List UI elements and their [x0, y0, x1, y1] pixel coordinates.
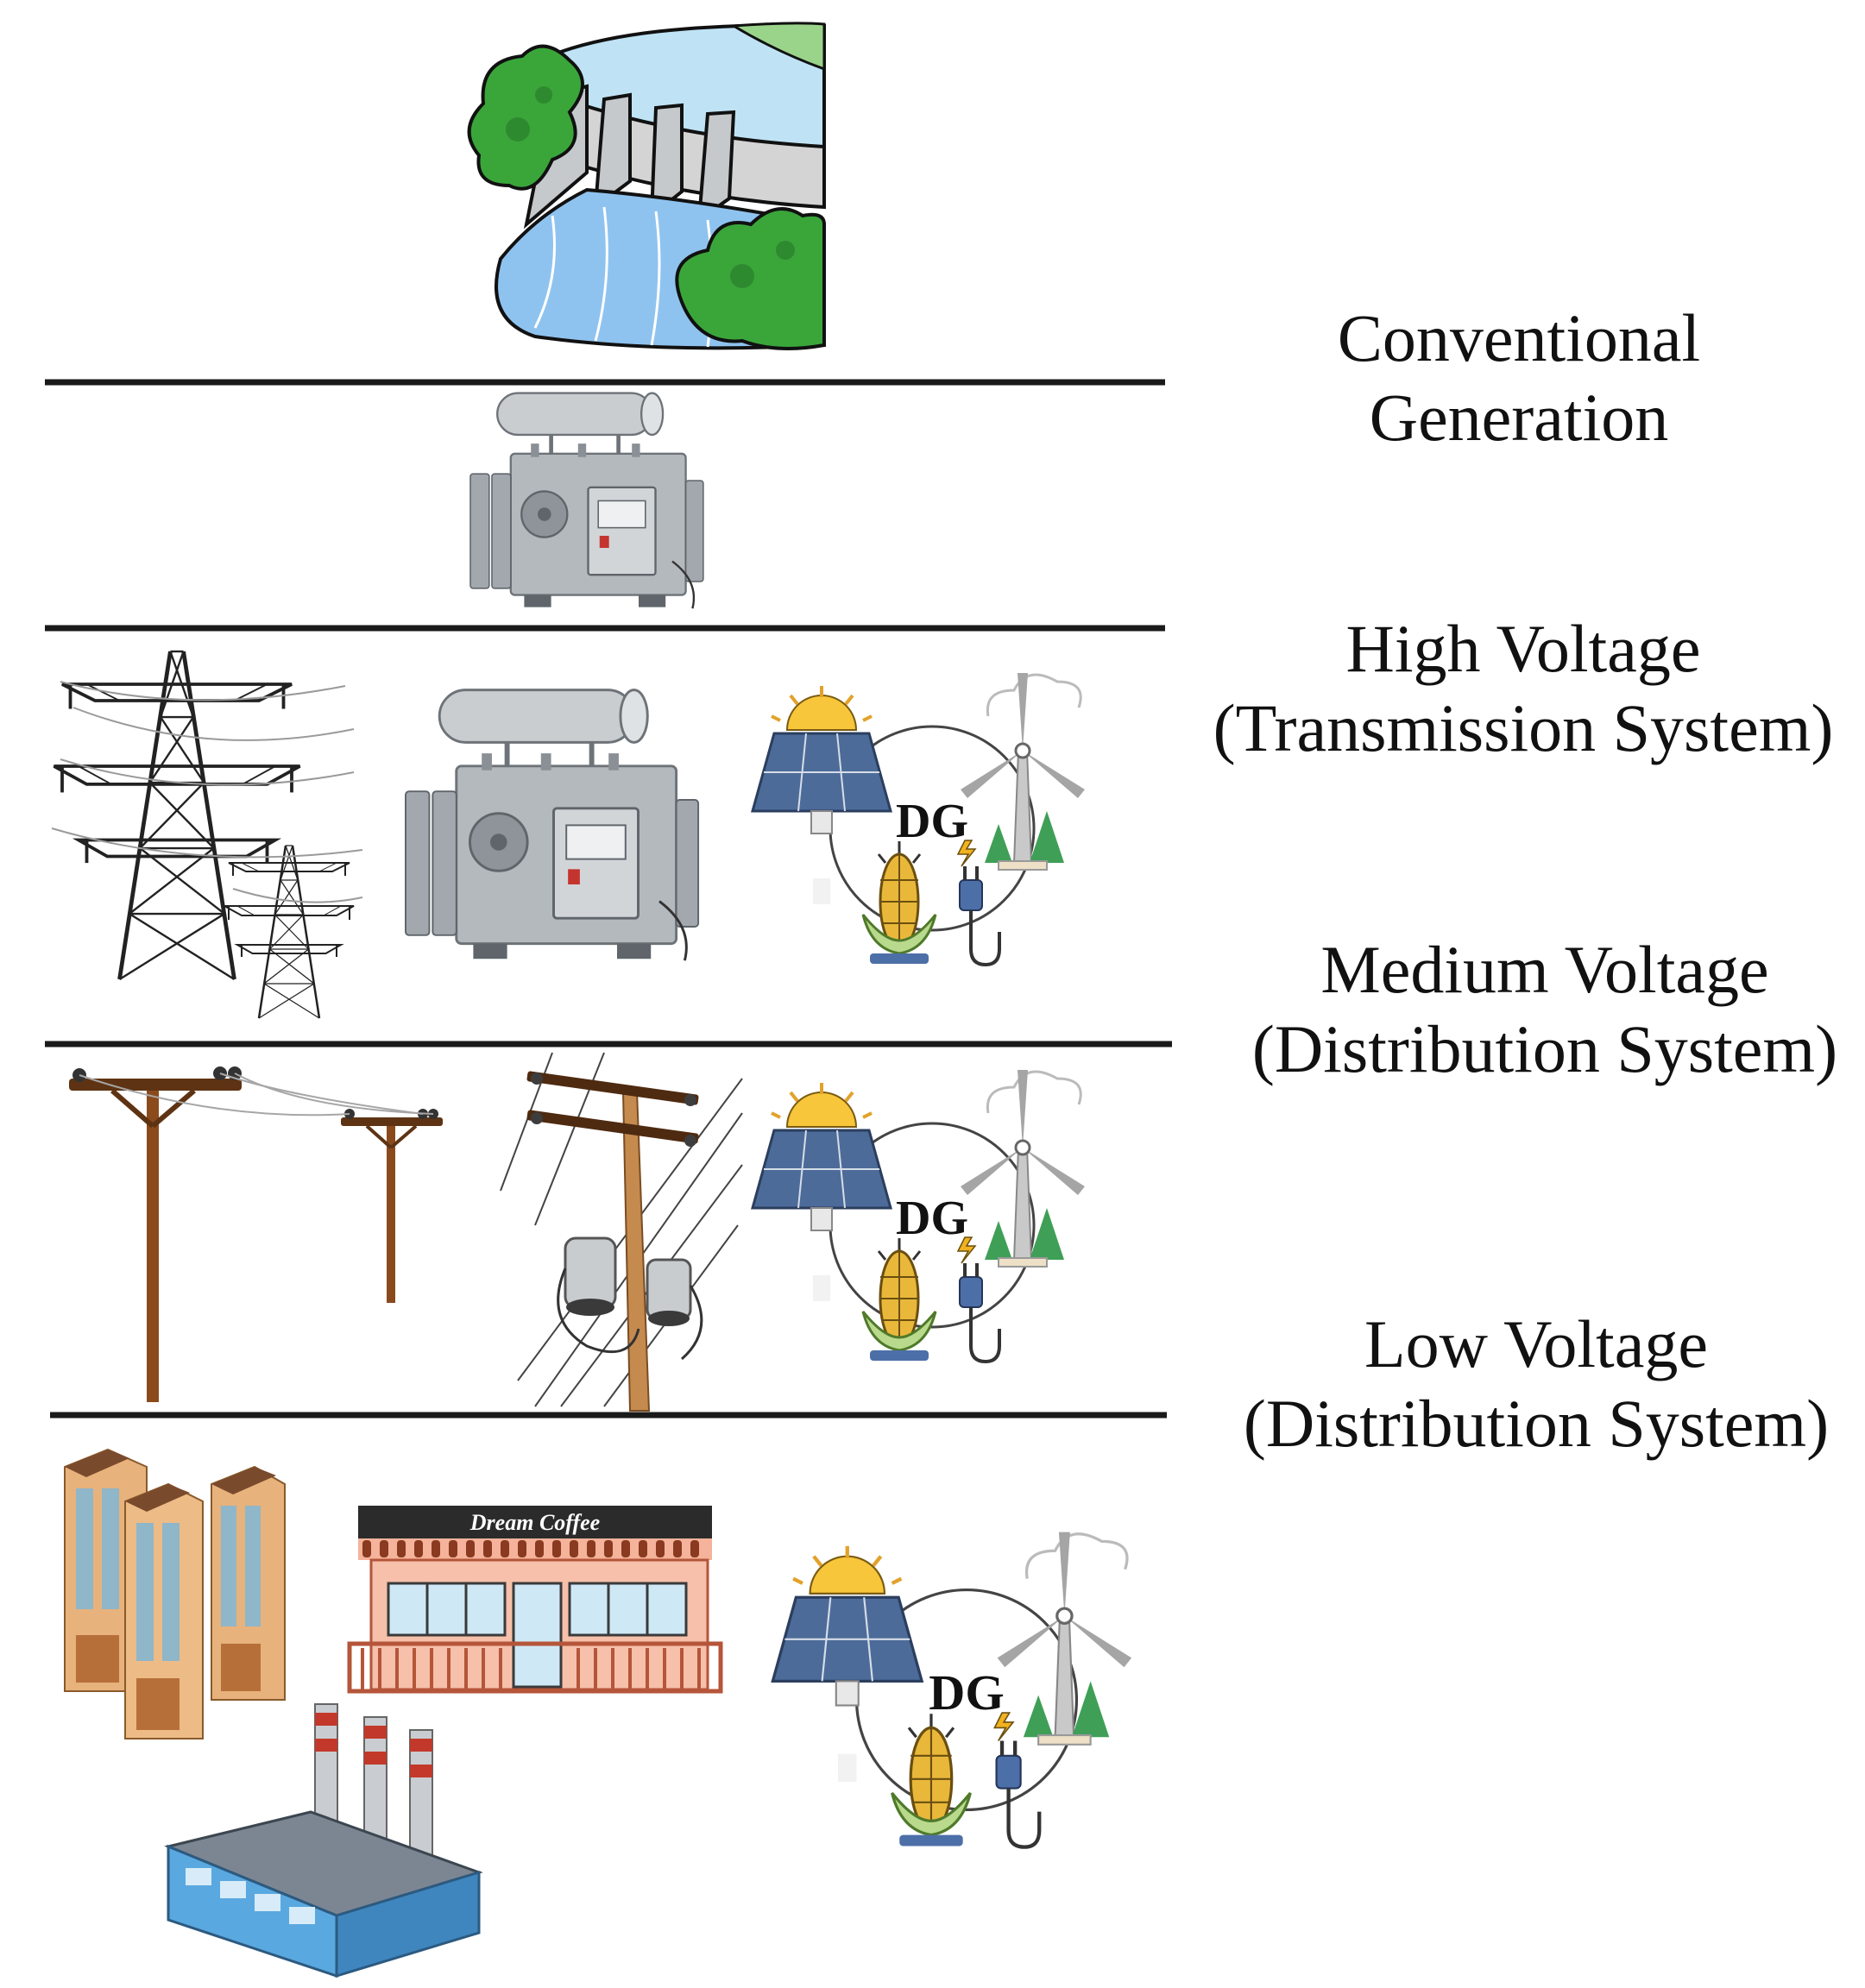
- pole-transformer-icon: [500, 1052, 743, 1412]
- dg-cycle-medium-voltage: DG: [751, 1068, 1087, 1363]
- level-subtitle: Generation: [1369, 380, 1669, 455]
- factory-icon: [164, 1703, 483, 1979]
- label-conventional-generation: Conventional Generation: [1260, 299, 1778, 457]
- level-title: Medium Voltage: [1320, 932, 1769, 1007]
- transformer-icon: [470, 393, 703, 609]
- label-low-voltage: Low Voltage (Distribution System): [1225, 1305, 1847, 1463]
- level-title: High Voltage: [1345, 611, 1701, 686]
- dg-cycle-low-voltage: DG: [772, 1532, 1131, 1847]
- level-title: Conventional: [1337, 300, 1701, 375]
- transformer-icon: [406, 690, 698, 961]
- shop-sign: Dream Coffee: [469, 1510, 600, 1535]
- dg-cycle-high-voltage: DG: [751, 671, 1087, 966]
- dg-label: DG: [896, 1192, 968, 1245]
- dg-label: DG: [929, 1664, 1004, 1721]
- transmission-tower-icon: [51, 651, 363, 1020]
- level-subtitle: (Transmission System): [1213, 690, 1834, 765]
- level-dividers: [45, 379, 1172, 1419]
- level-subtitle: (Distribution System): [1251, 1011, 1838, 1086]
- level-subtitle: (Distribution System): [1243, 1386, 1830, 1461]
- dg-label: DG: [896, 795, 968, 848]
- utility-pole-icon: [69, 1066, 443, 1402]
- label-medium-voltage: Medium Voltage (Distribution System): [1234, 930, 1856, 1089]
- apartment-building-icon: [64, 1448, 286, 1740]
- level-title: Low Voltage: [1364, 1306, 1708, 1381]
- coffee-shop-icon: Dream Coffee: [347, 1506, 723, 1694]
- dam-icon: [467, 22, 826, 350]
- label-high-voltage: High Voltage (Transmission System): [1200, 609, 1847, 768]
